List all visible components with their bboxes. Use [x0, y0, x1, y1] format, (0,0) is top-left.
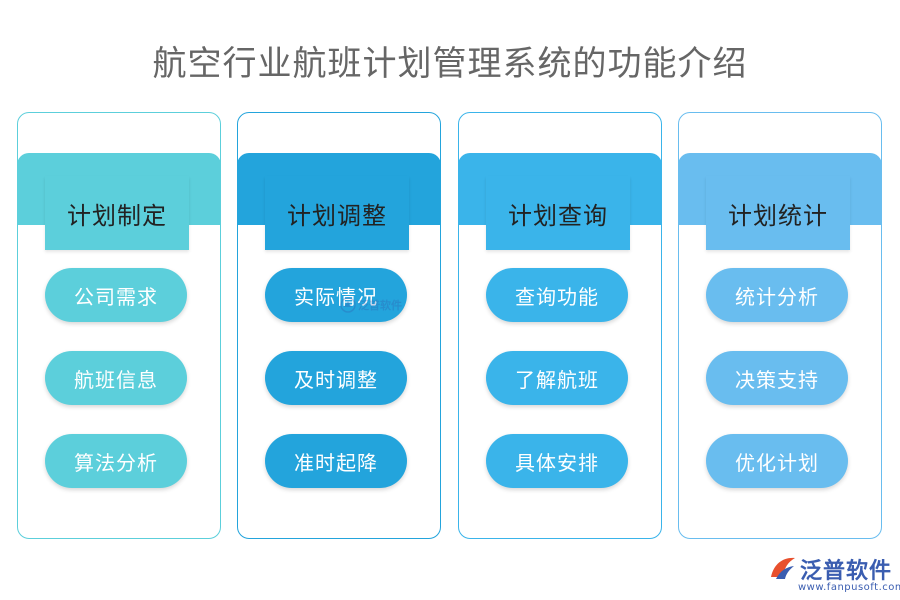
column-header: 计划制定: [45, 176, 189, 250]
item-pill: 优化计划: [706, 434, 848, 488]
logo-url: www.fanpusoft.com: [798, 582, 900, 593]
item-pill: 查询功能: [486, 268, 628, 322]
column-header: 计划调整: [265, 176, 409, 250]
item-pill: 决策支持: [706, 351, 848, 405]
item-pill: 及时调整: [265, 351, 407, 405]
column-header: 计划统计: [706, 176, 850, 250]
item-pill: 算法分析: [45, 434, 187, 488]
brand-logo: 泛普软件 www.fanpusoft.com: [768, 551, 900, 597]
logo-name: 泛普软件: [800, 559, 893, 584]
diagram-title: 航空行业航班计划管理系统的功能介绍: [152, 44, 748, 84]
item-pill: 实际情况: [265, 268, 407, 322]
column-plan-query: 计划查询 查询功能 了解航班 具体安排: [458, 112, 662, 539]
column-plan-making: 计划制定 公司需求 航班信息 算法分析: [17, 112, 221, 539]
fanpu-logo-icon: [771, 557, 795, 579]
item-pill: 公司需求: [45, 268, 187, 322]
column-plan-statistics: 计划统计 统计分析 决策支持 优化计划: [678, 112, 882, 539]
column-plan-adjustment: 计划调整 实际情况 及时调整 准时起降: [237, 112, 441, 539]
item-pill: 准时起降: [265, 434, 407, 488]
column-header: 计划查询: [486, 176, 630, 250]
item-pill: 统计分析: [706, 268, 848, 322]
item-pill: 了解航班: [486, 351, 628, 405]
item-pill: 具体安排: [486, 434, 628, 488]
item-pill: 航班信息: [45, 351, 187, 405]
